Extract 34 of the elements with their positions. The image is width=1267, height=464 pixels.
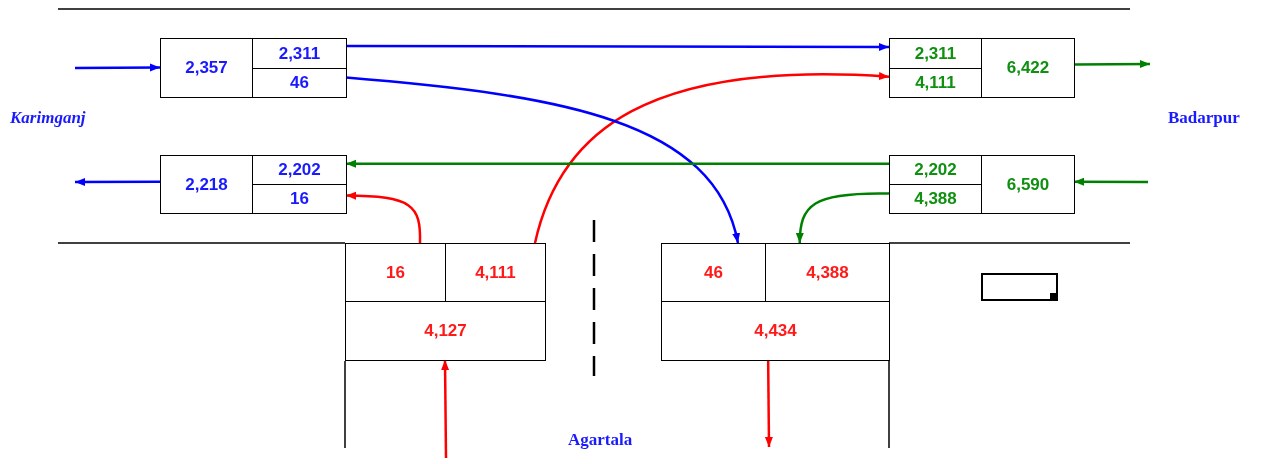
flow-arrow <box>345 76 740 244</box>
traffic-count-cell: 16 <box>252 184 347 214</box>
place-name: Badarpur <box>1168 108 1240 128</box>
traffic-count-cell: 2,311 <box>252 38 347 69</box>
flow-arrow <box>1074 60 1150 69</box>
traffic-count-cell: 2,202 <box>252 155 347 185</box>
flow-arrow <box>346 159 889 168</box>
flow-arrow <box>441 360 450 458</box>
flow-arrow <box>75 63 160 72</box>
traffic-count-cell: 6,422 <box>981 38 1075 98</box>
traffic-count-cell: 2,218 <box>160 155 253 214</box>
traffic-count-cell: 4,127 <box>345 301 546 361</box>
flow-arrow <box>533 72 890 244</box>
traffic-count-cell: 4,111 <box>445 243 546 302</box>
flow-arrow <box>764 360 773 447</box>
flow-arrow <box>796 192 889 244</box>
flow-arrow <box>75 177 160 186</box>
place-name: Agartala <box>568 430 633 450</box>
traffic-count-cell: 2,357 <box>160 38 253 98</box>
place-name: Karimganj <box>10 108 86 128</box>
flow-arrow <box>1074 177 1148 186</box>
traffic-count-cell: 4,434 <box>661 301 890 361</box>
flow-arrow <box>345 191 422 243</box>
traffic-count-cell: 4,111 <box>889 68 982 98</box>
traffic-count-cell: 46 <box>252 68 347 98</box>
traffic-count-cell: 2,202 <box>889 155 982 185</box>
traffic-count-cell: 4,388 <box>889 184 982 214</box>
traffic-count-cell: 4,388 <box>765 243 890 302</box>
empty-box <box>981 273 1058 301</box>
traffic-count-cell: 46 <box>661 243 766 302</box>
traffic-count-cell: 2,311 <box>889 38 982 69</box>
traffic-count-cell: 16 <box>345 243 446 302</box>
traffic-count-cell: 6,590 <box>981 155 1075 214</box>
flow-arrow <box>346 43 889 51</box>
